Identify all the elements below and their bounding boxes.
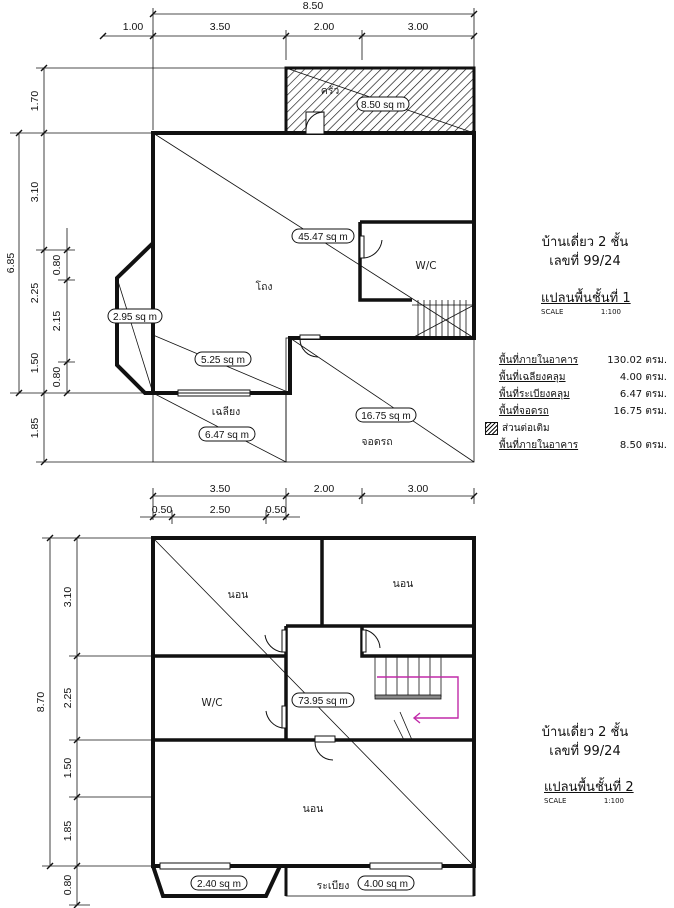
area-row-label: พื้นที่ภายในอาคาร (499, 355, 579, 366)
f2-area-bay: 2.40 sq m (197, 879, 241, 890)
f2-room-bed3: นอน (303, 803, 324, 815)
info1-plan-name: แปลนพื้นชั้นที่ 1 (541, 291, 631, 306)
f2-area-balcony: 4.00 sq m (364, 879, 408, 890)
info2-number: เลขที่ 99/24 (549, 744, 621, 759)
area-row: พื้นที่จอดรถ 16.75 ตรม. (499, 403, 667, 420)
f2-room-balcony: ระเบียง (317, 879, 350, 892)
legend-label: ส่วนต่อเติม (502, 423, 550, 434)
info1-area-table: พื้นที่ภายในอาคาร 130.02 ตรม. พื้นที่เฉล… (485, 352, 667, 454)
f2-dim-1: 3.50 (210, 483, 231, 495)
area-row: พื้นที่เฉลียงคลุม 4.00 ตรม. (499, 369, 667, 386)
f1-area-hall: 45.47 sq m (298, 232, 347, 243)
f2-dim-s1: 0.50 (152, 504, 173, 516)
info1-scale-label: SCALE (541, 308, 564, 316)
info1-scale: SCALE 1:100 (541, 308, 621, 316)
f1-area-terrace: 6.47 sq m (205, 430, 249, 441)
f1-area-roof: 8.50 sq m (361, 100, 405, 111)
hatch-legend-icon (485, 421, 498, 435)
f2-dim-s2: 2.50 (210, 504, 231, 516)
f1-dim-left-e: 2.15 (51, 311, 63, 332)
f1-room-terrace: เฉลียง (212, 405, 240, 418)
info2-scale-value: 1:100 (603, 797, 624, 805)
f1-area-hall-small: 5.25 sq m (201, 355, 245, 366)
f1-area-terrace-badge: 6.47 sq m (198, 426, 256, 442)
info2-title: บ้านเดี่ยว 2 ชั้น (541, 725, 629, 740)
area-row: พื้นที่ภายในอาคาร 8.50 ตรม. (499, 437, 667, 454)
f1-dim-2: 2.00 (314, 21, 335, 33)
legend: ส่วนต่อเติม (485, 420, 667, 437)
area-row-value: 4.00 ตรม. (619, 372, 667, 383)
f2-dim-left-b: 2.25 (62, 688, 74, 709)
f1-dim-3: 3.00 (408, 21, 429, 33)
f1-dim-offset: 1.00 (123, 21, 144, 33)
f2-dim-2: 2.00 (314, 483, 335, 495)
floor2-left-dimensions (42, 537, 153, 906)
info1-number: เลขที่ 99/24 (549, 254, 621, 269)
f1-area-carport: 16.75 sq m (361, 411, 410, 422)
info2-plan-block: แปลนพื้นชั้นที่ 2 SCALE 1:100 (544, 776, 634, 805)
f2-dim-left-a: 3.10 (62, 587, 74, 608)
floor2-plan: นอน นอน W/C นอน ระเบียง 73.95 sq m 2.40 … (151, 536, 476, 898)
f1-area-hall-badge: 45.47 sq m (291, 228, 355, 244)
f1-area-carport-badge: 16.75 sq m (355, 407, 417, 423)
area-row-value: 16.75 ตรม. (613, 406, 667, 417)
area-row-label: พื้นที่จอดรถ (499, 406, 549, 417)
info1-title: บ้านเดี่ยว 2 ชั้น (541, 235, 629, 250)
info1-scale-value: 1:100 (600, 308, 621, 316)
f1-room-roof: ครัว (321, 85, 340, 97)
f1-area-bay-badge: 2.95 sq m (107, 308, 163, 324)
area-row-value: 6.47 ตรม. (619, 389, 667, 400)
f1-dim-left-b: 3.10 (29, 182, 41, 203)
f2-room-bed1: นอน (228, 589, 249, 601)
f2-area-main-badge: 73.95 sq m (291, 692, 355, 708)
f2-area-balcony-badge: 4.00 sq m (357, 875, 415, 891)
f1-area-roof-badge: 8.50 sq m (356, 96, 410, 112)
area-row-label: พื้นที่เฉลียงคลุม (499, 372, 566, 383)
f2-dim-s3: 0.50 (266, 504, 287, 516)
f1-dim-left-h: 1.85 (29, 418, 41, 439)
f1-area-hall-small-badge: 5.25 sq m (194, 351, 252, 367)
floor1-plan: ครัว โถง W/C เฉลียง จอดรถ 8.50 sq m 45.4… (107, 66, 476, 463)
f1-dim-left-g: 0.80 (51, 367, 63, 388)
f1-area-bay: 2.95 sq m (113, 312, 157, 323)
f1-dim-left-a: 1.70 (29, 91, 41, 112)
f2-area-bay-badge: 2.40 sq m (190, 875, 248, 891)
f2-dim-left-e: 0.80 (62, 875, 74, 896)
f1-dim-left-d: 2.25 (29, 283, 41, 304)
f1-dim-left-f: 1.50 (29, 353, 41, 374)
f2-room-wc: W/C (201, 697, 222, 709)
info2-scale-label: SCALE (544, 797, 567, 805)
info1-plan-block: แปลนพื้นชั้นที่ 1 SCALE 1:100 (541, 287, 631, 316)
area-row-value: 8.50 ตรม. (619, 440, 667, 451)
area-row: พื้นที่ระเบียงคลุม 6.47 ตรม. (499, 386, 667, 403)
floor1-top-dimensions (103, 8, 475, 130)
f2-dim-left-d: 1.85 (62, 821, 74, 842)
f2-dim-3: 3.00 (408, 483, 429, 495)
info2-scale: SCALE 1:100 (544, 797, 624, 805)
area-row-label: พื้นที่ระเบียงคลุม (499, 389, 570, 400)
area-row: พื้นที่ภายในอาคาร 130.02 ตรม. (499, 352, 667, 369)
info2-plan-name: แปลนพื้นชั้นที่ 2 (544, 780, 634, 795)
f1-room-wc: W/C (415, 260, 436, 272)
f1-dim-1: 3.50 (210, 21, 231, 33)
area-row-value: 130.02 ตรม. (607, 355, 667, 366)
f1-dim-left-c: 0.80 (51, 255, 63, 276)
f2-dim-left-total: 8.70 (35, 692, 47, 713)
f1-dim-left-total: 6.85 (5, 253, 17, 274)
area-row-label: พื้นที่ภายในอาคาร (499, 440, 579, 451)
floor1-left-dimensions (10, 67, 286, 463)
f1-dim-total: 8.50 (303, 0, 324, 12)
info1-title-block: บ้านเดี่ยว 2 ชั้น เลขที่ 99/24 (520, 233, 650, 271)
f2-room-bed2: นอน (393, 578, 414, 590)
f2-area-main: 73.95 sq m (298, 696, 347, 707)
info2-title-block: บ้านเดี่ยว 2 ชั้น เลขที่ 99/24 (520, 723, 650, 761)
f1-room-hall: โถง (255, 280, 272, 293)
f1-room-carport: จอดรถ (361, 436, 392, 448)
f2-dim-left-c: 1.50 (62, 758, 74, 779)
